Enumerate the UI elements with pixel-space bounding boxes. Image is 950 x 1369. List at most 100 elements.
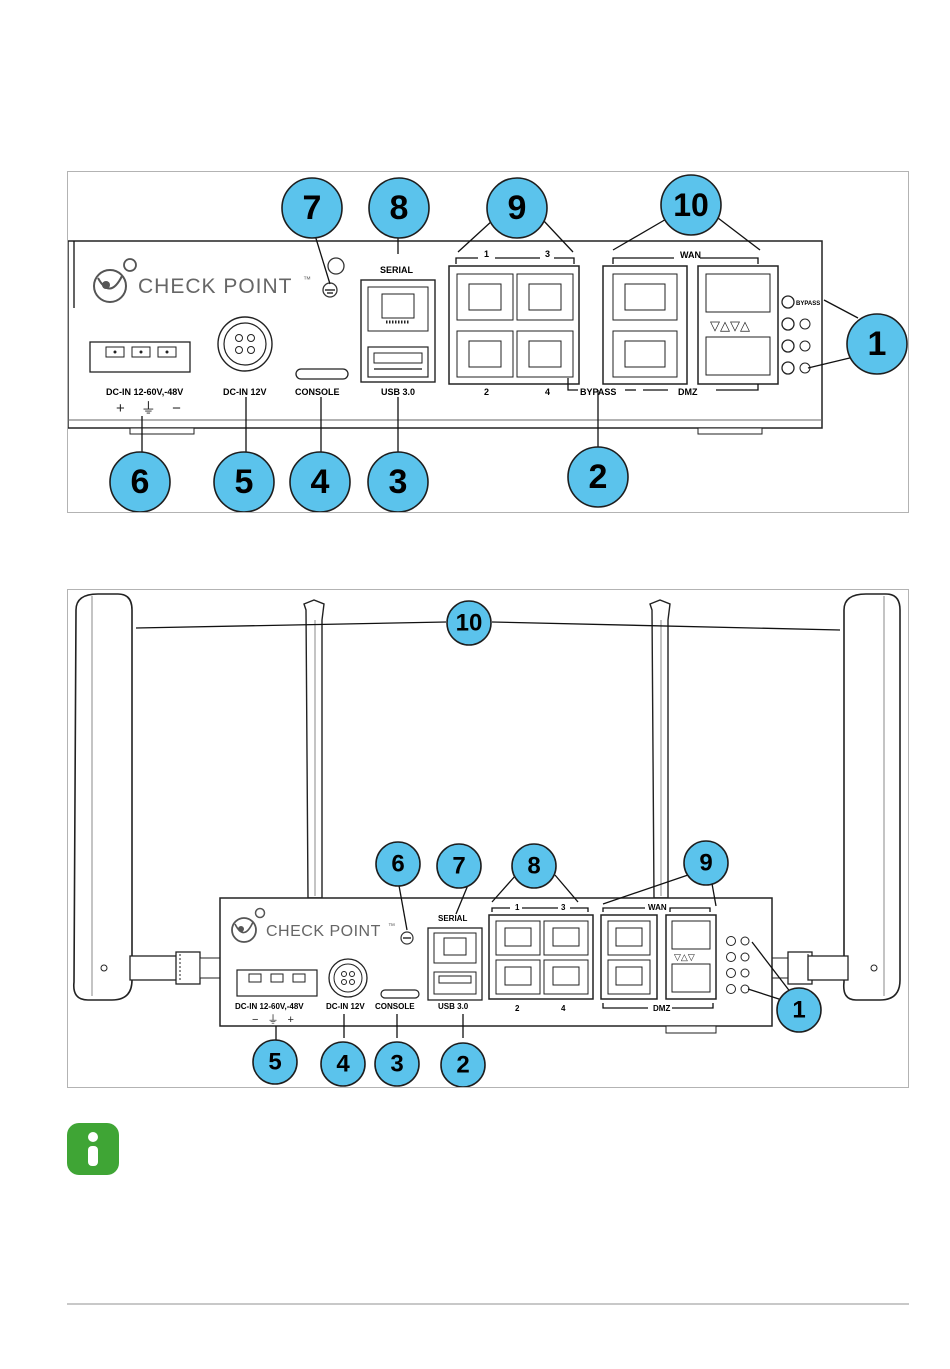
foot-right <box>698 428 762 434</box>
dmz-sfp-block: ▽△▽ <box>666 915 716 999</box>
svg-text:3: 3 <box>390 1051 403 1078</box>
serial-label: SERIAL <box>438 914 467 923</box>
callout-8: 8 <box>369 178 429 238</box>
figure-appliance-rear-panel: CHECK POINT ™ DC-IN 12-60V,-48V + ⏚ − DC… <box>67 171 909 513</box>
svg-text:▽△▽△: ▽△▽△ <box>710 318 750 333</box>
svg-text:5: 5 <box>235 463 254 501</box>
port-4-label: 4 <box>561 1004 566 1013</box>
callout-3: 3 <box>368 452 428 512</box>
callout-4: 4 <box>321 1042 365 1086</box>
dc-in-terminal-block <box>237 970 317 996</box>
antenna-connector-left <box>130 952 220 984</box>
usb-label: USB 3.0 <box>381 387 415 397</box>
polarity-label: + ⏚ − <box>116 400 187 417</box>
svg-text:10: 10 <box>456 610 483 637</box>
callout-10: 10 <box>661 175 721 235</box>
port-1-label: 1 <box>515 903 520 912</box>
antenna-rear-right <box>650 600 670 898</box>
callout-1: 1 <box>777 988 821 1032</box>
dc-in-12v-connector <box>218 317 272 371</box>
port-4-label: 4 <box>545 387 550 397</box>
svg-text:9: 9 <box>699 850 712 877</box>
svg-text:4: 4 <box>311 463 330 501</box>
port-2-label: 2 <box>484 387 489 397</box>
console-label: CONSOLE <box>375 1002 415 1011</box>
dc-in-label: DC-IN 12-60V,-48V <box>235 1002 304 1011</box>
callout-2: 2 <box>568 447 628 507</box>
wan-port-block <box>601 915 657 999</box>
svg-text:7: 7 <box>452 853 465 880</box>
lan-port-block <box>449 266 579 384</box>
port-1-label: 1 <box>484 249 489 259</box>
brand-name: CHECK POINT <box>138 275 293 298</box>
svg-text:8: 8 <box>390 189 409 227</box>
dc-in-12v-connector <box>329 959 367 997</box>
brand-tm: ™ <box>388 923 395 930</box>
svg-text:6: 6 <box>131 463 150 501</box>
figure-wireless-appliance-rear-panel: CHECK POINT ™ DC-IN 12-60V,-48V − ⏚ + DC… <box>67 589 909 1088</box>
svg-text:7: 7 <box>303 189 322 227</box>
svg-text:8: 8 <box>527 853 540 880</box>
callout-1: 1 <box>847 314 907 374</box>
brand-tm: ™ <box>303 275 311 284</box>
callout-7: 7 <box>437 844 481 888</box>
dmz-sfp-block: ▽△▽△ <box>698 266 778 384</box>
callout-7: 7 <box>282 178 342 238</box>
usb-label: USB 3.0 <box>438 1002 469 1011</box>
foot <box>666 1026 716 1033</box>
callout-2: 2 <box>441 1043 485 1087</box>
svg-text:3: 3 <box>389 463 408 501</box>
callout-8: 8 <box>512 844 556 888</box>
serial-label: SERIAL <box>380 265 414 275</box>
callout-5: 5 <box>253 1040 297 1084</box>
svg-text:2: 2 <box>589 458 608 496</box>
dmz-label: DMZ <box>653 1004 670 1013</box>
svg-text:9: 9 <box>508 189 527 227</box>
wan-label: WAN <box>680 250 701 260</box>
svg-text:2: 2 <box>456 1052 469 1079</box>
dc-in-label: DC-IN 12-60V,-48V <box>106 387 183 397</box>
port-3-label: 3 <box>561 903 566 912</box>
svg-text:1: 1 <box>792 997 805 1024</box>
antenna-connector-right <box>772 952 848 984</box>
svg-text:1: 1 <box>868 325 887 363</box>
dmz-label: DMZ <box>678 387 698 397</box>
brand-name: CHECK POINT <box>266 923 381 940</box>
diagram-appliance: CHECK POINT ™ DC-IN 12-60V,-48V + ⏚ − DC… <box>68 172 908 512</box>
callout-9: 9 <box>487 178 547 238</box>
svg-text:5: 5 <box>268 1049 281 1076</box>
callout-3: 3 <box>375 1042 419 1086</box>
footer-divider <box>67 1303 909 1305</box>
lan-port-block <box>489 915 593 999</box>
polarity-label: − ⏚ + <box>252 1013 297 1026</box>
console-port <box>381 990 419 998</box>
port-3-label: 3 <box>545 249 550 259</box>
wan-port-block <box>603 266 687 384</box>
dc-in-terminal-block <box>90 342 190 372</box>
callout-6: 6 <box>376 842 420 886</box>
callout-10: 10 <box>447 601 491 645</box>
svg-text:▽△▽: ▽△▽ <box>674 952 695 962</box>
antenna-left <box>74 594 132 1000</box>
info-icon <box>67 1123 119 1175</box>
dc-in-12v-label: DC-IN 12V <box>326 1002 365 1011</box>
console-port <box>296 369 348 379</box>
serial-port <box>361 280 435 382</box>
console-label: CONSOLE <box>295 387 340 397</box>
diagram-wireless-appliance: CHECK POINT ™ DC-IN 12-60V,-48V − ⏚ + DC… <box>68 590 908 1087</box>
svg-text:4: 4 <box>336 1051 350 1078</box>
callout-6: 6 <box>110 452 170 512</box>
svg-text:10: 10 <box>673 187 709 223</box>
foot-left <box>130 428 194 434</box>
svg-text:6: 6 <box>391 851 404 878</box>
antenna-right <box>844 594 900 1000</box>
callout-5: 5 <box>214 452 274 512</box>
wan-label: WAN <box>648 903 667 912</box>
callout-4: 4 <box>290 452 350 512</box>
callout-9: 9 <box>684 841 728 885</box>
serial-port <box>428 928 482 1000</box>
dc-in-12v-label: DC-IN 12V <box>223 387 267 397</box>
port-2-label: 2 <box>515 1004 520 1013</box>
bypass-led-label: BYPASS <box>796 301 820 307</box>
antenna-rear-left <box>304 600 324 898</box>
